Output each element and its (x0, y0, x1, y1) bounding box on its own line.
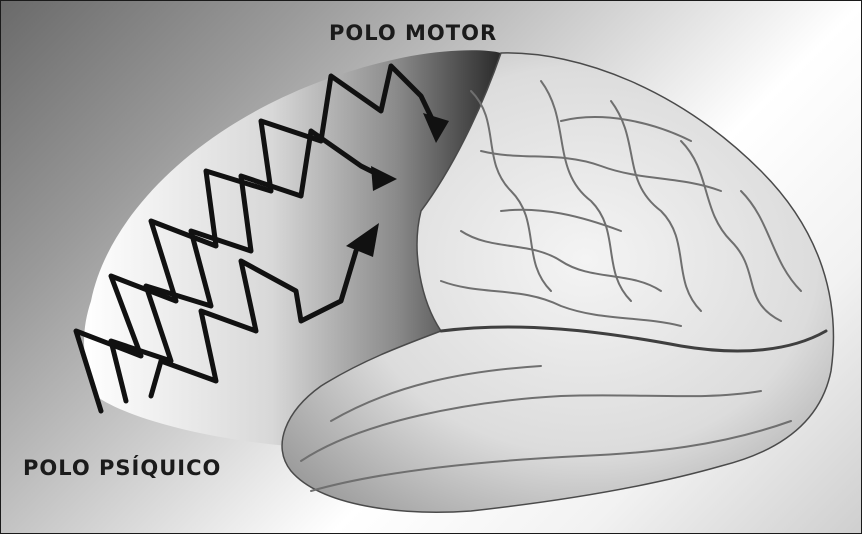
polo-motor-label: POLO MOTOR (329, 21, 497, 45)
polo-psiquico-label: POLO PSÍQUICO (23, 456, 221, 480)
